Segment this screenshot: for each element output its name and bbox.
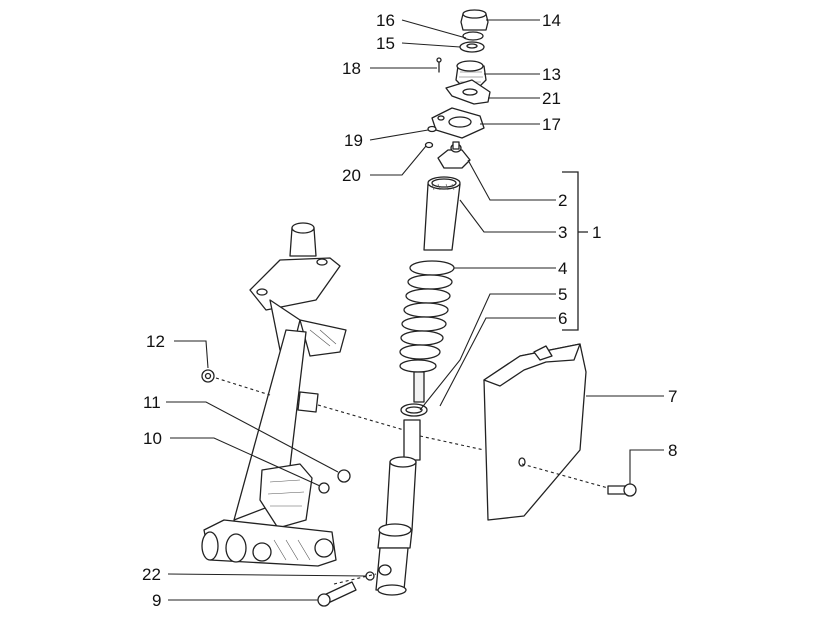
callout-21: 21 (542, 89, 561, 108)
callout-20: 20 (342, 166, 361, 185)
leader-lines (166, 19, 664, 601)
part-washer-10 (318, 482, 330, 494)
callout-11: 11 (143, 393, 161, 412)
part-dust-cover-3 (423, 176, 461, 251)
part-spring-4 (399, 260, 455, 403)
callout-5: 5 (558, 285, 567, 304)
callout-17: 17 (542, 115, 561, 134)
part-bolt-8 (607, 483, 637, 497)
part-cap-nut-14 (460, 9, 489, 31)
part-top-cap-2 (437, 141, 471, 169)
part-bolt-9 (317, 581, 357, 607)
callout-8: 8 (668, 441, 677, 460)
part-nut-12 (201, 369, 215, 383)
callout-2: 2 (558, 191, 567, 210)
group-1-bracket (562, 171, 588, 331)
callout-16: 16 (376, 11, 395, 30)
part-shock-absorber-body (375, 419, 421, 596)
part-nut-11 (337, 469, 351, 483)
callout-14: 14 (542, 11, 561, 30)
callout-4: 4 (558, 259, 567, 278)
callout-7: 7 (668, 387, 677, 406)
part-washer-15 (459, 41, 485, 53)
part-cover-7 (483, 343, 587, 521)
callout-3: 3 (558, 223, 567, 242)
callout-labels: 1 2 3 4 5 6 7 8 9 10 11 12 13 14 15 16 1… (142, 11, 677, 610)
part-ring-5-6 (400, 403, 428, 417)
part-washer-19 (427, 125, 437, 133)
part-support-plate-17 (431, 107, 485, 139)
callout-10: 10 (143, 429, 162, 448)
callout-13: 13 (542, 65, 561, 84)
part-bracket-21 (445, 79, 491, 105)
callout-1: 1 (592, 223, 601, 242)
callout-18: 18 (342, 59, 361, 78)
callout-15: 15 (376, 34, 395, 53)
part-nut-20 (424, 141, 434, 149)
part-swing-arm-bracket (201, 222, 347, 567)
callout-22: 22 (142, 565, 161, 584)
callout-9: 9 (152, 591, 161, 610)
callout-6: 6 (558, 309, 567, 328)
part-washer-16 (462, 31, 484, 41)
assembly-lines (215, 377, 609, 585)
callout-12: 12 (146, 332, 165, 351)
part-bolt-18 (436, 57, 442, 73)
callout-19: 19 (344, 131, 363, 150)
part-washer-22 (365, 571, 375, 581)
